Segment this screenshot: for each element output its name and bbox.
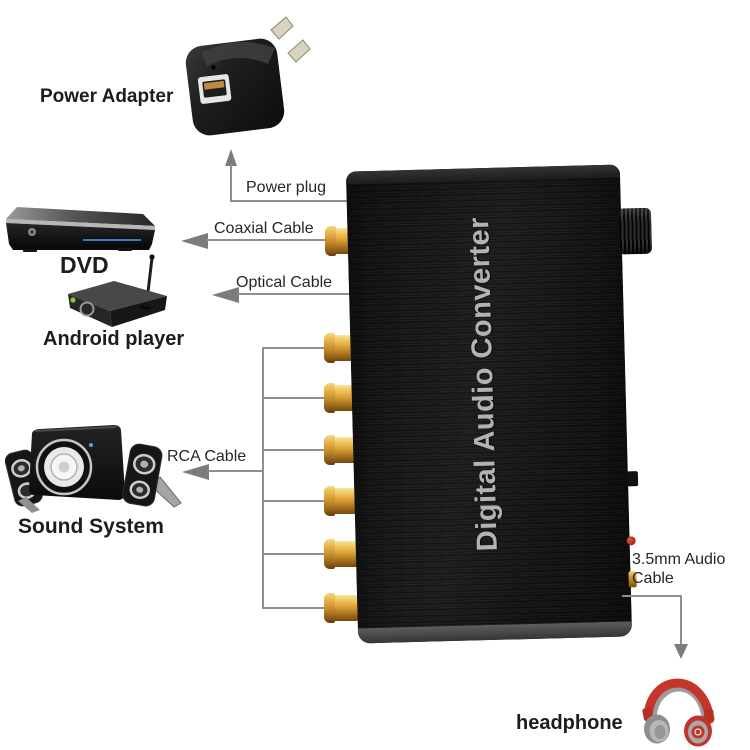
aux-cable-label-line2: Cable (632, 570, 674, 587)
power-adapter-icon (185, 16, 311, 136)
dvd-player-icon (6, 207, 155, 252)
rca-bracket-vertical (262, 347, 264, 609)
aux-line-horizontal (622, 595, 682, 597)
rca-stub-2 (262, 397, 328, 399)
power-plug-label: Power plug (246, 179, 327, 196)
rca-cable-label: RCA Cable (167, 448, 247, 465)
rca-stub-3 (262, 449, 328, 451)
rca-arrow-icon (182, 464, 209, 480)
headphone-icon (642, 678, 715, 747)
power-arrow-up-icon (225, 149, 237, 166)
power-line-vertical (230, 164, 232, 202)
power-adapter-label: Power Adapter (40, 86, 174, 107)
device-top-edge (345, 164, 621, 185)
side-switch (626, 471, 639, 487)
optical-cable-label: Optical Cable (236, 274, 333, 291)
rca-line (207, 470, 264, 472)
optical-arrow-icon (212, 287, 239, 303)
digital-audio-converter-device: Digital Audio Converter (345, 164, 653, 644)
rca-stub-6 (262, 607, 328, 609)
optical-line (237, 293, 358, 295)
rca-jack-4 (324, 486, 358, 516)
rca-stub-1 (262, 347, 328, 349)
jack-cap (325, 226, 336, 256)
jack-cap (324, 593, 335, 623)
aux-line-vertical (680, 595, 682, 645)
jack-cap (324, 435, 335, 465)
device-bottom-edge (357, 621, 633, 644)
coaxial-cable-label: Coaxial Cable (214, 220, 314, 237)
device-title: Digital Audio Converter (463, 216, 504, 552)
jack-cap (324, 383, 335, 413)
android-player-label: Android player (43, 328, 185, 350)
android-player-icon (68, 254, 167, 327)
power-line-horizontal (230, 200, 358, 202)
rca-jack-6 (324, 593, 358, 623)
dvd-label: DVD (60, 252, 109, 278)
coaxial-line (206, 239, 328, 241)
sound-system-label: Sound System (18, 515, 164, 538)
aux-cable-label-line1: 3.5mm Audio (632, 551, 726, 568)
volume-knob (618, 207, 653, 255)
sound-system-icon (4, 425, 182, 513)
rca-stub-5 (262, 553, 328, 555)
headphone-label: headphone (516, 712, 623, 734)
rca-jack-5 (324, 539, 358, 569)
red-led (626, 536, 636, 546)
coaxial-arrow-icon (181, 233, 208, 249)
jack-cap (324, 539, 335, 569)
aux-arrow-down-icon (674, 644, 688, 659)
jack-cap (324, 486, 335, 516)
jack-cap (324, 333, 335, 363)
rca-stub-4 (262, 500, 328, 502)
